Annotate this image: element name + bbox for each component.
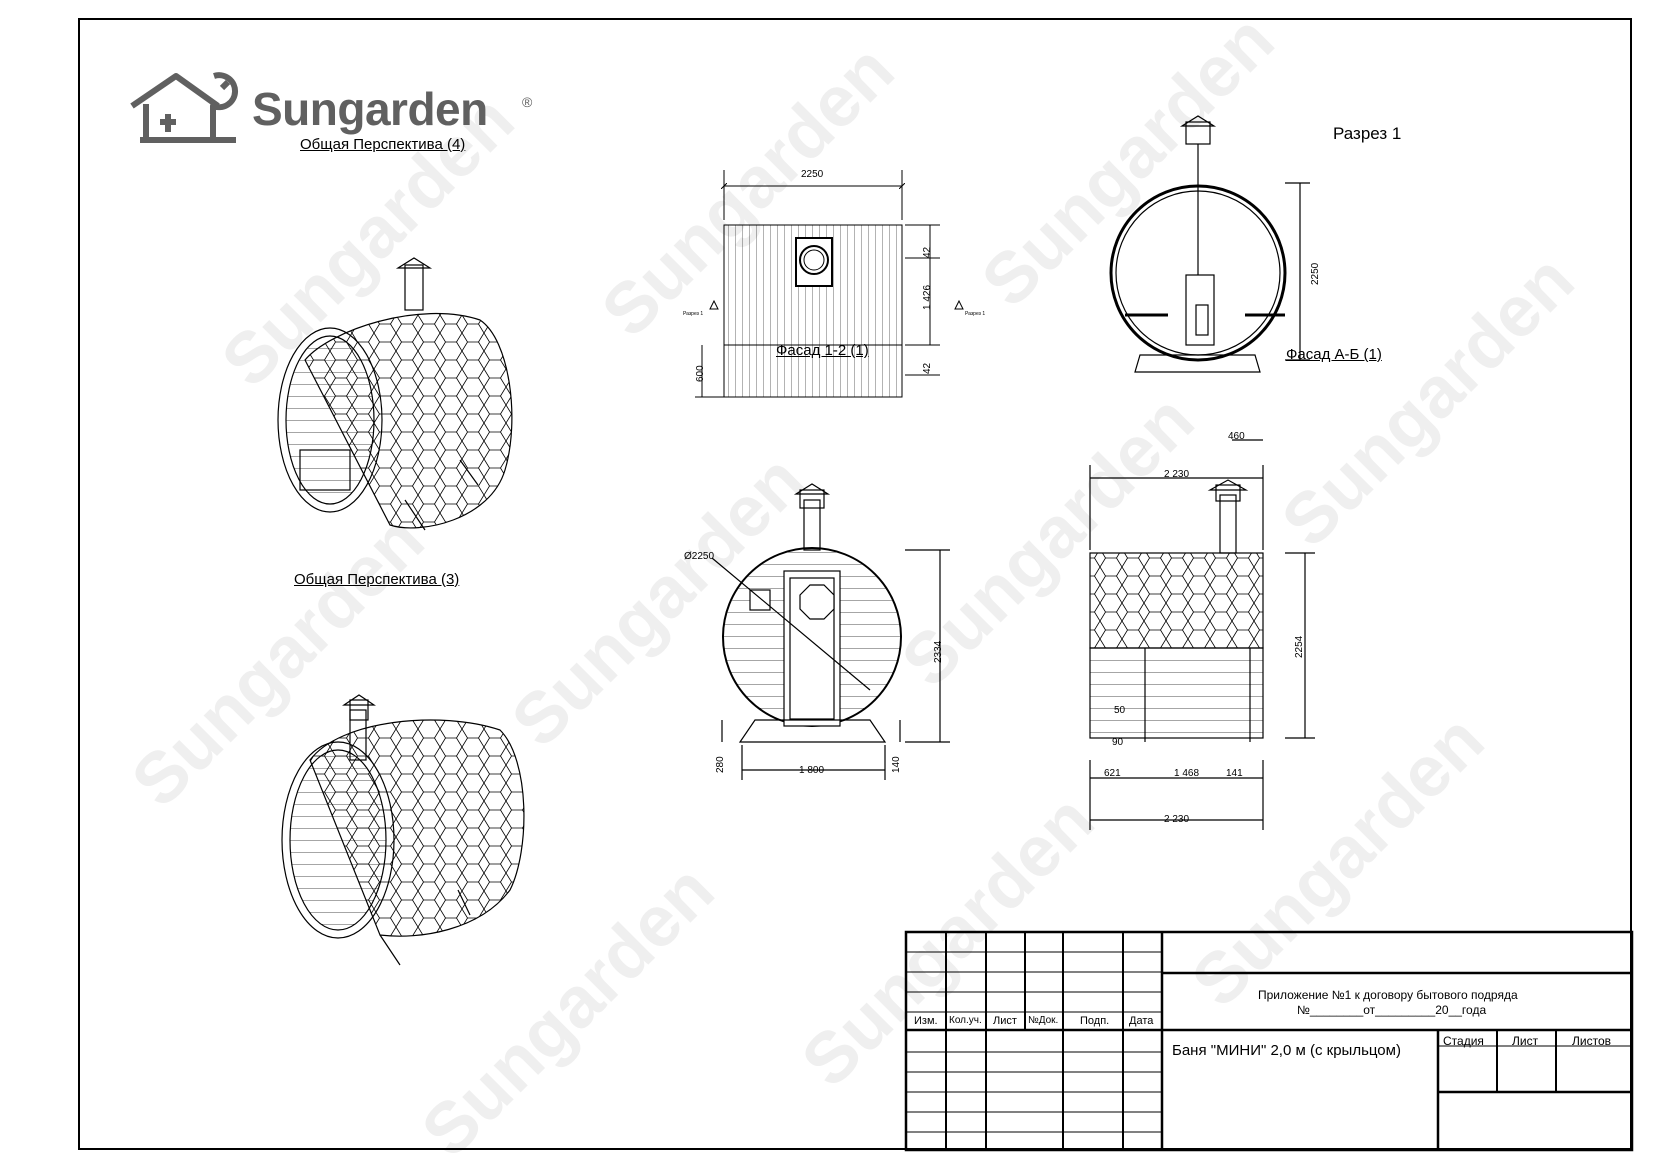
dim-section-height: 2250	[1310, 262, 1321, 285]
dim-2230-top: 2 230	[1164, 469, 1190, 480]
tb-appendix-line1: Приложение №1 к договору бытового подряд…	[1258, 988, 1518, 1002]
logo-wordmark: Sungarden	[252, 83, 488, 135]
dim-90: 90	[1112, 737, 1124, 748]
tb-header-podp: Подп.	[1080, 1015, 1110, 1027]
dim-141: 141	[1226, 768, 1243, 779]
view-label-facade-ab: Фасад А-Б (1)	[1286, 346, 1382, 363]
front-facade-drawing	[711, 483, 950, 780]
view-label-perspective-3: Общая Перспектива (3)	[294, 571, 460, 588]
dim-2230-bottom: 2 230	[1164, 814, 1190, 825]
dim-2334: 2334	[933, 640, 944, 663]
view-label-section-1: Разрез 1	[1333, 124, 1402, 143]
tb-header-ndok: №Док.	[1028, 1015, 1059, 1026]
logo-icon	[130, 72, 239, 143]
drawing-frame	[78, 18, 1632, 1150]
tb-header-kolvo: Кол.уч.	[949, 1015, 982, 1026]
section-mark-right: Разрез 1	[965, 311, 986, 317]
tb-project-name: Баня "МИНИ" 2,0 м (с крыльцом)	[1172, 1042, 1401, 1059]
facade-12-drawing	[695, 170, 964, 398]
dim-140: 140	[891, 756, 902, 773]
view-label-perspective-4: Общая Перспектива (4)	[300, 136, 466, 153]
tb-sheet: Лист	[1512, 1034, 1539, 1048]
perspective-4-drawing	[277, 257, 513, 531]
dim-1426: 1 426	[922, 284, 933, 310]
dim-50: 50	[1114, 705, 1126, 716]
dim-1800: 1 800	[799, 765, 825, 776]
tb-header-data: Дата	[1129, 1015, 1154, 1027]
section-1-drawing	[1109, 115, 1310, 373]
dim-280: 280	[715, 756, 726, 773]
dim-1468: 1 468	[1174, 768, 1200, 779]
dim-460: 460	[1228, 431, 1245, 442]
dim-top-width: 2250	[801, 169, 824, 180]
perspective-3-drawing	[281, 694, 525, 966]
tb-appendix-line2: №________от_________20__года	[1297, 1003, 1487, 1017]
dim-600: 600	[695, 365, 706, 382]
tb-sheets: Листов	[1572, 1034, 1611, 1048]
dim-42-b: 42	[922, 362, 933, 374]
tb-header-izm: Изм.	[914, 1015, 938, 1027]
dim-diameter: Ø2250	[684, 551, 715, 562]
title-block-lines	[904, 930, 1634, 1152]
dim-621: 621	[1104, 768, 1121, 779]
dim-42-a: 42	[922, 246, 933, 258]
dim-2254: 2254	[1294, 635, 1305, 658]
tb-header-list: Лист	[993, 1015, 1017, 1027]
side-facade-drawing	[1089, 439, 1315, 830]
logo-registered-mark: ®	[522, 94, 533, 110]
view-label-facade-12: Фасад 1-2 (1)	[776, 342, 869, 359]
section-mark-left: Разрез 1	[683, 311, 704, 317]
tb-stage: Стадия	[1443, 1034, 1484, 1048]
